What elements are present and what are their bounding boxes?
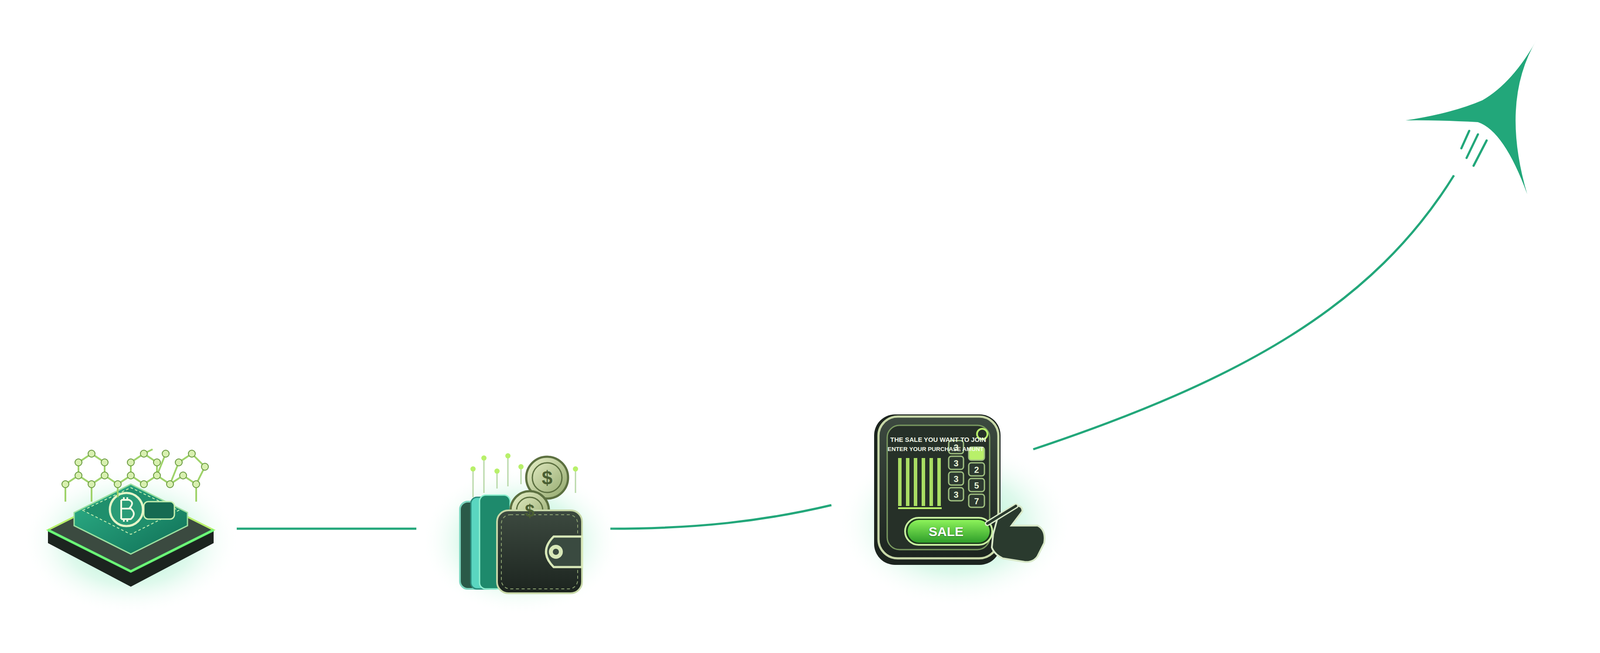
connector-lines <box>236 175 1454 529</box>
key-number: 3 <box>953 458 959 468</box>
key-number: 5 <box>973 480 979 490</box>
crypto-wallet-icon <box>21 449 240 615</box>
key-number: 7 <box>973 496 979 506</box>
key-number: 3 <box>953 490 959 499</box>
sale-terminal-icon <box>837 414 1073 606</box>
growth-curve <box>1033 175 1454 450</box>
key-number: 3 <box>953 474 959 484</box>
key-number: 2 <box>973 465 979 474</box>
screen-text: THE SALE YOU WANT TO JOIN <box>890 436 987 443</box>
arrow-head <box>1405 38 1538 195</box>
bar-pattern <box>898 457 941 506</box>
speed-lines <box>1461 130 1487 166</box>
flow-line <box>610 504 832 529</box>
screen-text: ENTER YOUR PURCHASE AMUNT <box>887 445 984 453</box>
flow-line <box>236 527 417 530</box>
key-number: 3 <box>953 442 959 452</box>
coin-symbol: $ <box>524 501 535 520</box>
coin-symbol: $ <box>541 468 553 488</box>
wallet-icon <box>420 452 622 615</box>
button-label: SALE <box>928 524 964 538</box>
